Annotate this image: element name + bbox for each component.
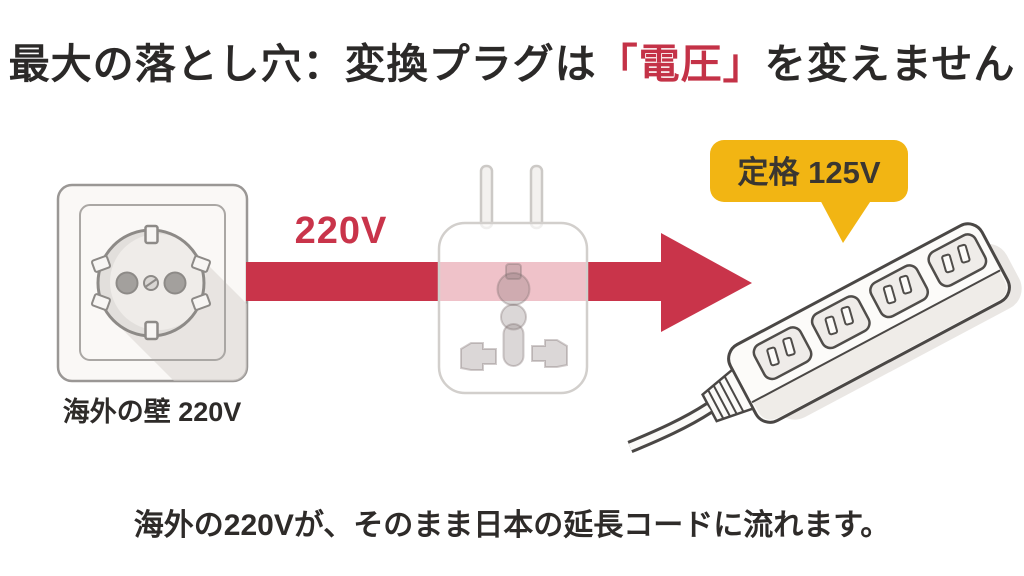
socket-notch-top — [144, 224, 159, 245]
travel-adapter-icon — [437, 164, 589, 395]
wall-outlet-caption: 海外の壁 220V — [62, 397, 242, 427]
bottom-caption: 海外の220Vが、そのまま日本の延長コードに流れます。 — [133, 509, 891, 542]
adapter-prong-right — [529, 164, 544, 230]
title-highlight: 「電圧」 — [596, 41, 765, 87]
title-suffix: を変えません — [764, 41, 1016, 87]
title-prefix: 最大の落とし穴：変換プラグは — [8, 41, 597, 87]
strip-strain-relief — [701, 367, 755, 423]
adapter-socket-cutouts — [460, 263, 568, 371]
page-title: 最大の落とし穴：変換プラグは「電圧」を変えません — [0, 30, 1024, 90]
adapter-body — [437, 221, 589, 395]
arrow-voltage-label: 220V — [294, 210, 388, 252]
rating-badge-icon — [710, 140, 908, 243]
rating-badge-label: 定格 125V — [737, 155, 881, 190]
strip-outlets — [752, 233, 988, 381]
socket-hole-right — [163, 271, 187, 295]
wall-outlet-icon — [56, 183, 249, 383]
socket-notch-bottom — [144, 320, 159, 341]
adapter-prong-left — [479, 164, 494, 230]
power-cord-icon — [627, 402, 713, 454]
power-strip-icon — [701, 222, 1022, 424]
socket-hole-left — [115, 271, 139, 295]
